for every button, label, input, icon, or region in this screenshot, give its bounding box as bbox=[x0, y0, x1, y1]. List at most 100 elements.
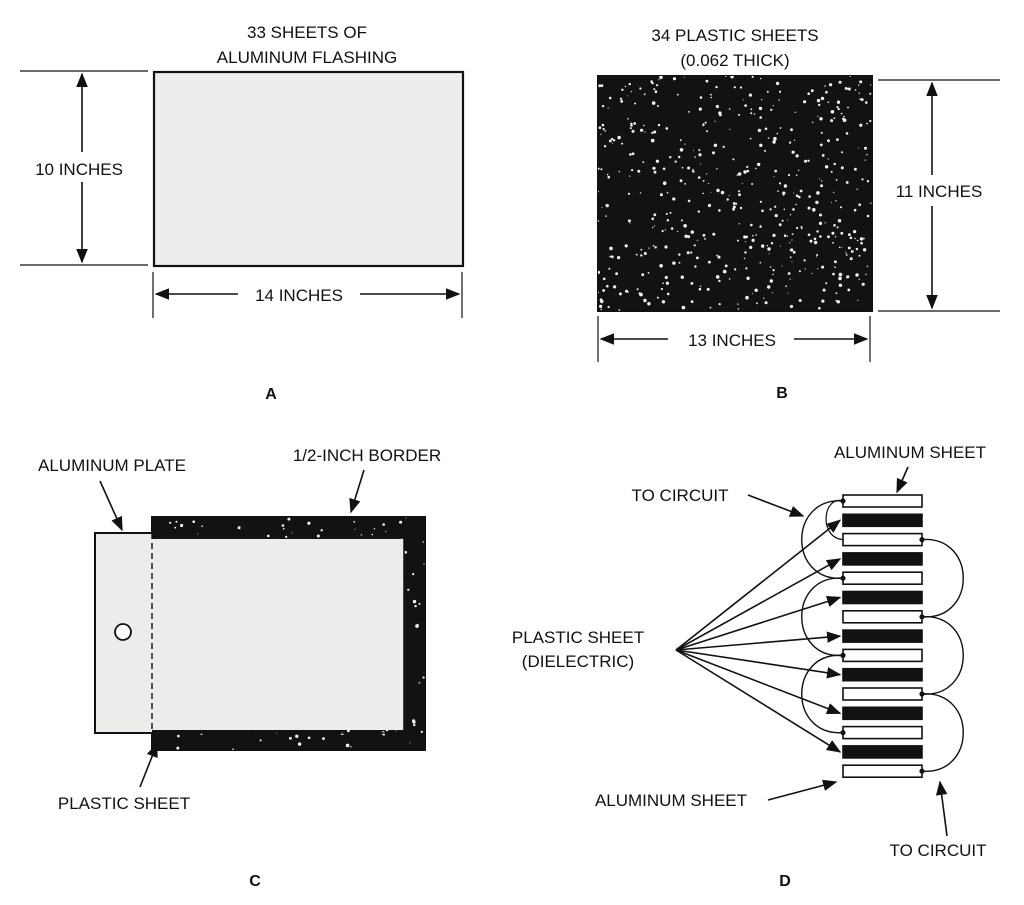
speckle-dot bbox=[232, 748, 234, 750]
speckle-dot bbox=[849, 236, 853, 240]
speckle-dot bbox=[831, 111, 833, 114]
speckle-dot bbox=[782, 191, 786, 195]
speckle-dot bbox=[789, 141, 792, 144]
speckle-dot bbox=[866, 154, 868, 156]
speckle-dot bbox=[858, 84, 860, 86]
speckle-dot bbox=[373, 528, 376, 530]
speckle-dot bbox=[754, 288, 758, 292]
speckle-dot bbox=[620, 97, 623, 100]
speckle-dot bbox=[772, 233, 776, 237]
speckle-dot bbox=[835, 200, 837, 202]
speckle-dot bbox=[627, 192, 631, 195]
speckle-dot bbox=[648, 247, 650, 249]
speckle-dot bbox=[728, 278, 731, 280]
speckle-dot bbox=[353, 521, 356, 523]
speckle-dot bbox=[819, 235, 822, 238]
speckle-dot bbox=[845, 252, 847, 254]
speckle-dot bbox=[718, 209, 721, 212]
speckle-dot bbox=[832, 242, 834, 244]
speckle-dot bbox=[869, 92, 872, 95]
dielectric-leader-arrow bbox=[675, 595, 842, 651]
speckle-dot bbox=[666, 219, 669, 222]
speckle-dot bbox=[422, 541, 424, 543]
speckle-dot bbox=[643, 252, 647, 255]
speckle-dot bbox=[772, 104, 774, 107]
panel-c: ALUMINUM PLATE 1/2-INCH BORDER PLASTIC S… bbox=[38, 446, 441, 890]
speckle-dot bbox=[787, 235, 789, 237]
speckle-dot bbox=[789, 304, 794, 309]
speckle-dot bbox=[781, 219, 784, 222]
speckle-dot bbox=[613, 285, 617, 289]
speckle-dot bbox=[598, 126, 602, 129]
speckle-dot bbox=[176, 746, 180, 750]
speckle-dot bbox=[672, 197, 676, 201]
speckle-dot bbox=[783, 234, 787, 237]
speckle-dot bbox=[798, 169, 800, 171]
plastic-sheet bbox=[842, 667, 923, 682]
connection-wire bbox=[921, 616, 964, 695]
speckle-dot bbox=[840, 112, 843, 115]
speckle-dot bbox=[690, 251, 693, 254]
speckle-dot bbox=[698, 153, 702, 157]
speckle-dot bbox=[798, 195, 801, 199]
speckle-dot bbox=[683, 76, 685, 78]
speckle-dot bbox=[713, 143, 718, 147]
speckle-dot bbox=[798, 299, 802, 302]
panel-b-height-label: 11 INCHES bbox=[896, 182, 983, 201]
speckle-dot bbox=[665, 127, 669, 130]
speckle-dot bbox=[858, 147, 860, 149]
speckle-dot bbox=[849, 257, 853, 261]
speckle-dot bbox=[718, 303, 721, 306]
speckle-dot bbox=[732, 207, 735, 211]
speckle-dot bbox=[824, 85, 826, 87]
speckle-dot bbox=[666, 191, 669, 194]
speckle-dot bbox=[666, 292, 670, 296]
speckle-dot bbox=[704, 121, 707, 124]
speckle-dot bbox=[643, 124, 645, 127]
speckle-dot bbox=[743, 235, 747, 239]
speckle-dot bbox=[653, 88, 656, 91]
speckle-dot bbox=[833, 191, 835, 193]
speckle-dot bbox=[627, 95, 629, 97]
speckle-dot bbox=[862, 248, 867, 252]
speckle-dot bbox=[289, 736, 292, 740]
speckle-dot bbox=[684, 143, 686, 145]
speckle-dot bbox=[742, 99, 744, 101]
speckle-dot bbox=[769, 279, 773, 283]
speckle-dot bbox=[856, 239, 859, 242]
speckle-dot bbox=[848, 233, 851, 237]
speckle-dot bbox=[793, 192, 795, 194]
speckle-dot bbox=[764, 301, 768, 305]
speckle-dot bbox=[732, 205, 736, 209]
speckle-dot bbox=[404, 550, 407, 554]
speckle-dot bbox=[833, 162, 836, 166]
speckle-dot bbox=[678, 155, 681, 159]
border-label: 1/2-INCH BORDER bbox=[293, 446, 441, 465]
plastic-sheet bbox=[842, 745, 923, 759]
speckle-dot bbox=[600, 168, 603, 171]
speckle-dot bbox=[783, 184, 788, 188]
speckle-dot bbox=[865, 101, 868, 104]
speckle-dot bbox=[174, 526, 177, 529]
speckle-dot bbox=[728, 194, 730, 196]
speckle-dot bbox=[759, 116, 762, 119]
speckle-dot bbox=[651, 131, 654, 134]
speckle-dot bbox=[769, 208, 772, 211]
speckle-dot bbox=[418, 682, 421, 684]
speckle-dot bbox=[770, 108, 773, 111]
speckle-dot bbox=[739, 206, 743, 210]
plastic-texture bbox=[598, 76, 872, 311]
speckle-dot bbox=[734, 268, 737, 271]
speckle-dot bbox=[669, 211, 672, 214]
speckle-dot bbox=[399, 520, 403, 524]
mounting-hole bbox=[114, 623, 132, 641]
speckle-dot bbox=[749, 245, 753, 249]
speckle-dot bbox=[744, 251, 747, 254]
speckle-dot bbox=[677, 230, 679, 233]
dielectric-label-line1: PLASTIC SHEET bbox=[512, 628, 644, 647]
speckle-dot bbox=[836, 300, 840, 304]
speckle-dot bbox=[752, 234, 754, 237]
speckle-dot bbox=[808, 195, 811, 198]
speckle-dot bbox=[760, 77, 762, 80]
